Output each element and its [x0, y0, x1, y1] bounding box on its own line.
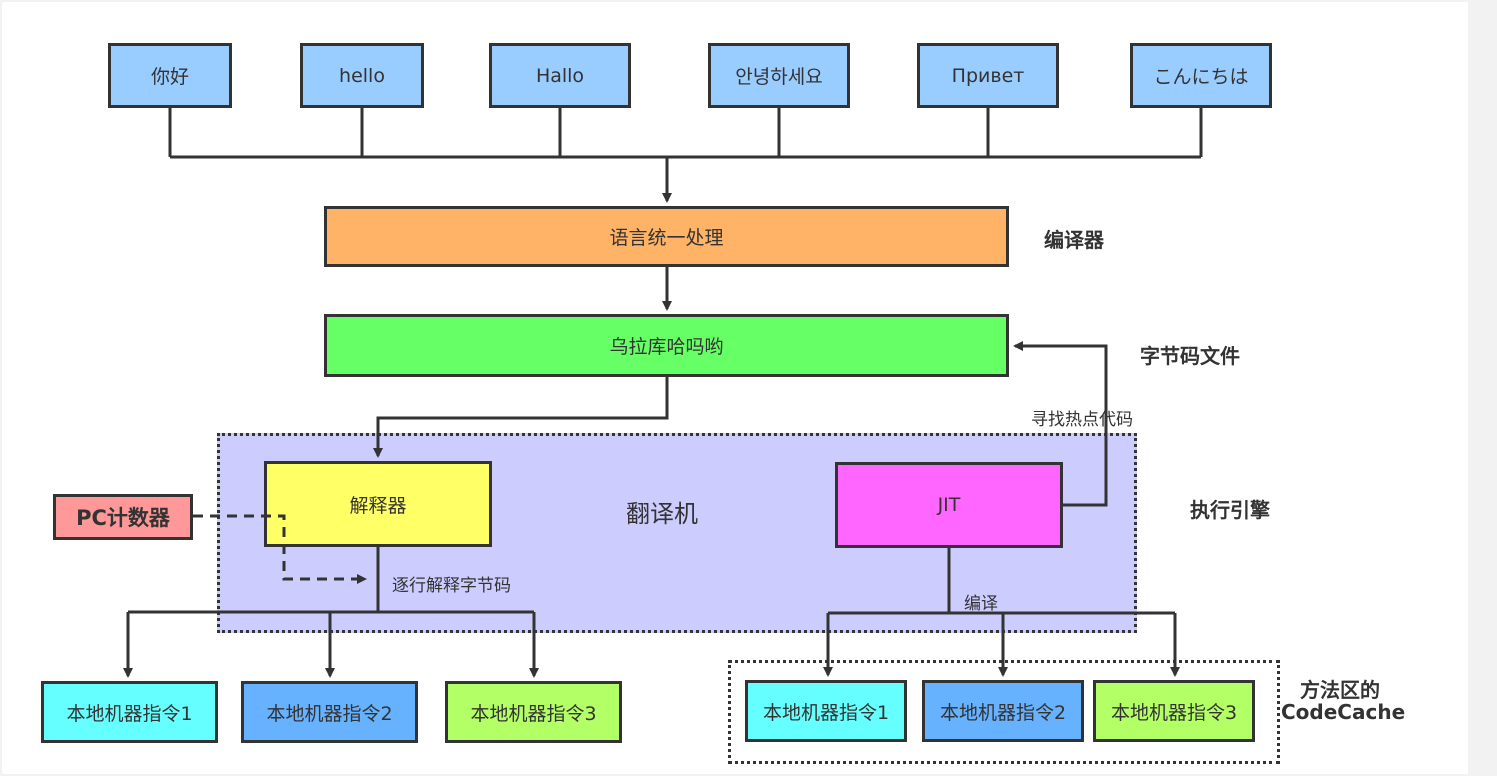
execution-engine-label: 执行引擎	[1190, 498, 1270, 522]
pc-counter-dashed-arrow	[193, 514, 367, 584]
jit-down-line	[828, 548, 1175, 615]
language-box-japanese: こんにちは	[1130, 43, 1272, 108]
arrow-jit-to-bytecode	[1013, 341, 1108, 507]
language-box-russian: Привет	[917, 43, 1059, 108]
native-instruction-label: 本地机器指令1	[66, 702, 193, 725]
bytecode-file-label: 字节码文件	[1140, 344, 1240, 368]
unify-processing-box: 语言统一处理	[324, 206, 1009, 267]
language-box-korean: 안녕하세요	[708, 43, 850, 108]
bytecode-label: 乌拉库哈吗哟	[609, 336, 724, 358]
language-label: こんにちは	[1153, 66, 1249, 88]
method-area-label: 方法区的	[1300, 678, 1380, 702]
native-instruction-label: 本地机器指令3	[1110, 701, 1238, 724]
compiler-label: 编译器	[1044, 228, 1104, 252]
language-label: 你好	[150, 66, 189, 88]
native-right-3: 本地机器指令3	[1093, 680, 1255, 742]
interpret-line-label: 逐行解释字节码	[392, 576, 511, 596]
language-label: hello	[339, 64, 385, 87]
language-box-english: hello	[300, 43, 424, 108]
native-right-2: 本地机器指令2	[922, 680, 1084, 742]
language-bus-line	[168, 108, 1203, 159]
native-instruction-label: 本地机器指令3	[470, 702, 597, 725]
native-right-1: 本地机器指令1	[745, 680, 907, 742]
unify-processing-label: 语言统一处理	[609, 227, 724, 249]
native-left-3: 本地机器指令3	[445, 681, 622, 743]
native-instruction-label: 本地机器指令1	[762, 701, 890, 724]
language-box-chinese: 你好	[108, 43, 232, 108]
language-label: Привет	[951, 64, 1025, 87]
interpreter-label: 解释器	[349, 494, 407, 517]
language-label: Hallo	[535, 64, 585, 87]
pc-counter-label: PC计数器	[76, 506, 170, 530]
native-instruction-label: 本地机器指令2	[266, 702, 393, 725]
jit-box: JIT	[835, 462, 1063, 548]
arrow-to-interpreter	[373, 377, 669, 458]
native-left-1: 本地机器指令1	[41, 681, 218, 743]
language-box-german: Hallo	[489, 43, 631, 108]
native-left-2: 本地机器指令2	[241, 681, 418, 743]
native-instruction-label: 本地机器指令2	[939, 701, 1067, 724]
compile-label: 编译	[964, 594, 998, 614]
language-label: 안녕하세요	[735, 66, 823, 88]
jit-label: JIT	[937, 494, 961, 516]
interpreter-box: 解释器	[264, 461, 492, 547]
diagram-canvas	[2, 2, 1468, 774]
pc-counter-box: PC计数器	[53, 494, 193, 540]
code-cache-label: CodeCache	[1281, 700, 1406, 724]
translator-label: 翻译机	[626, 500, 698, 528]
bytecode-box: 乌拉库哈吗哟	[324, 314, 1009, 377]
interpreter-down-line	[128, 547, 534, 614]
